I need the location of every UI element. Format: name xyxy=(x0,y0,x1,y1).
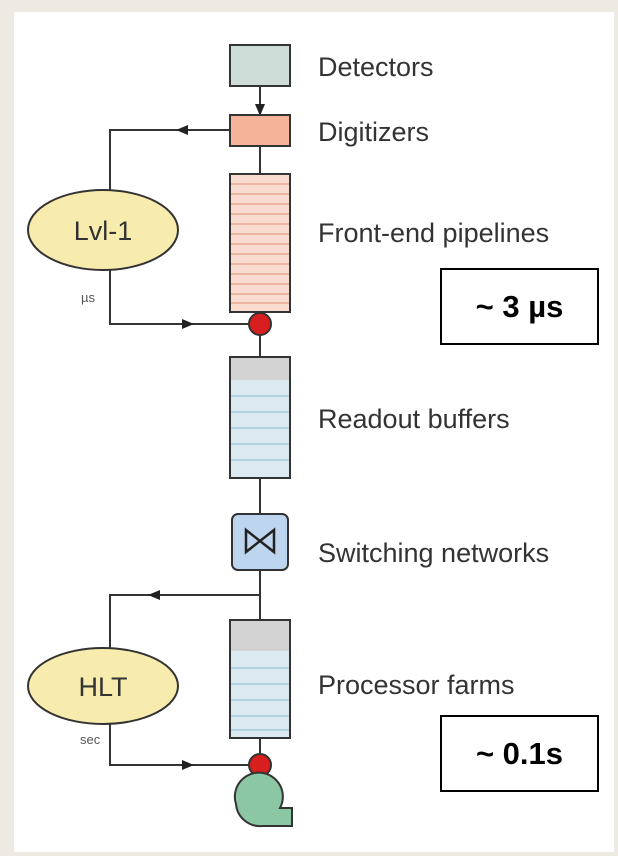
lvl1-decision-node xyxy=(248,312,272,336)
hlt-time-unit: sec xyxy=(80,732,101,747)
readout-buffers-label: Readout buffers xyxy=(318,404,510,434)
switching-network-icon xyxy=(231,513,289,571)
front-end-pipeline-stack xyxy=(229,173,291,313)
processor-farms-label: Processor farms xyxy=(318,670,515,700)
processor-farm-stack xyxy=(229,619,291,739)
lvl1-trigger-loop xyxy=(109,125,250,329)
hlt-trigger-loop xyxy=(109,590,260,770)
storage-icon xyxy=(233,771,293,828)
switching-networks-label: Switching networks xyxy=(318,538,550,568)
hlt-latency-box: ~ 0.1s xyxy=(440,715,599,792)
lvl1-latency-box: ~ 3 µs xyxy=(440,268,599,345)
digitizers-box xyxy=(229,114,291,147)
readout-buffer-stack xyxy=(229,356,291,479)
hlt-trigger-ellipse xyxy=(27,647,179,725)
detectors-box xyxy=(229,44,291,87)
detectors-label: Detectors xyxy=(318,52,434,82)
lvl1-trigger-label: Lvl-1 xyxy=(74,216,133,246)
front-end-pipelines-label: Front-end pipelines xyxy=(318,218,550,248)
digitizers-label: Digitizers xyxy=(318,117,430,147)
lvl1-trigger-ellipse xyxy=(27,189,179,271)
hlt-trigger-label: HLT xyxy=(78,672,127,702)
lvl1-time-unit: µs xyxy=(81,290,95,305)
